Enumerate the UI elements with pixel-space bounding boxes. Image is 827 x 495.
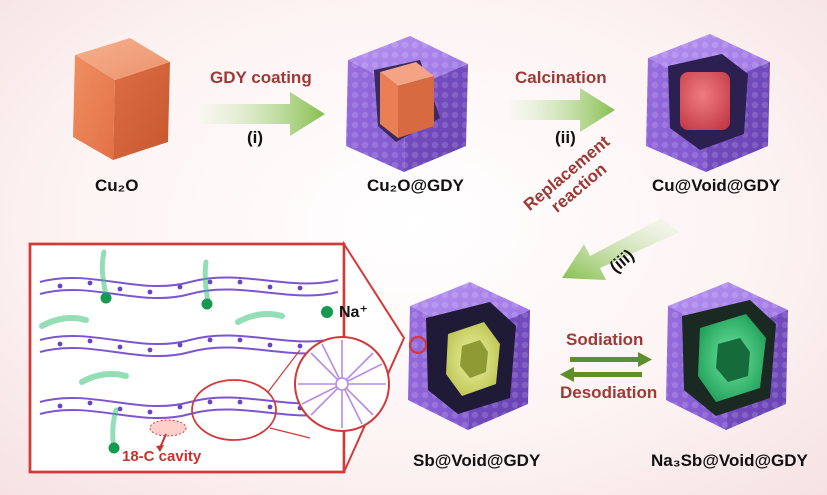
zoom-detail — [191, 336, 390, 441]
magnify-marker — [408, 335, 428, 355]
cavity-label: 18-C cavity — [122, 448, 202, 465]
step-desodiation: Desodiation — [560, 383, 658, 402]
arrow-calcination — [510, 88, 615, 132]
na-ion-label: Na⁺ — [339, 304, 368, 321]
cu2o-cube — [73, 38, 170, 160]
cu-void-gdy-particle — [646, 34, 770, 172]
step-calcination: Calcination — [515, 68, 607, 87]
cavity-marker — [149, 419, 187, 452]
sb-void-gdy-particle — [408, 282, 530, 430]
step-i: (i) — [247, 128, 264, 147]
label-sb-void-gdy: Sb@Void@GDY — [413, 451, 541, 470]
arrow-gdy-coating — [200, 92, 325, 136]
na-ions — [39, 249, 333, 454]
gdy-layers — [39, 276, 339, 420]
label-na3sb-void-gdy: Na₃Sb@Void@GDY — [651, 451, 808, 470]
step-sodiation: Sodiation — [566, 330, 644, 349]
label-cu-void-gdy: Cu@Void@GDY — [652, 176, 781, 195]
na3sb-void-gdy-particle — [666, 282, 788, 430]
gdy-layer-dots — [57, 279, 303, 415]
sodiation-arrows — [560, 352, 652, 382]
label-cu2o-gdy: Cu₂O@GDY — [367, 176, 464, 195]
na-ion-legend-dot — [321, 306, 333, 318]
step-gdy-coating: GDY coating — [210, 68, 312, 87]
step-ii: (ii) — [555, 128, 576, 147]
arrow-replacement-reaction — [562, 218, 680, 280]
cu2o-gdy-particle — [346, 36, 468, 172]
label-cu2o: Cu₂O — [95, 176, 139, 195]
